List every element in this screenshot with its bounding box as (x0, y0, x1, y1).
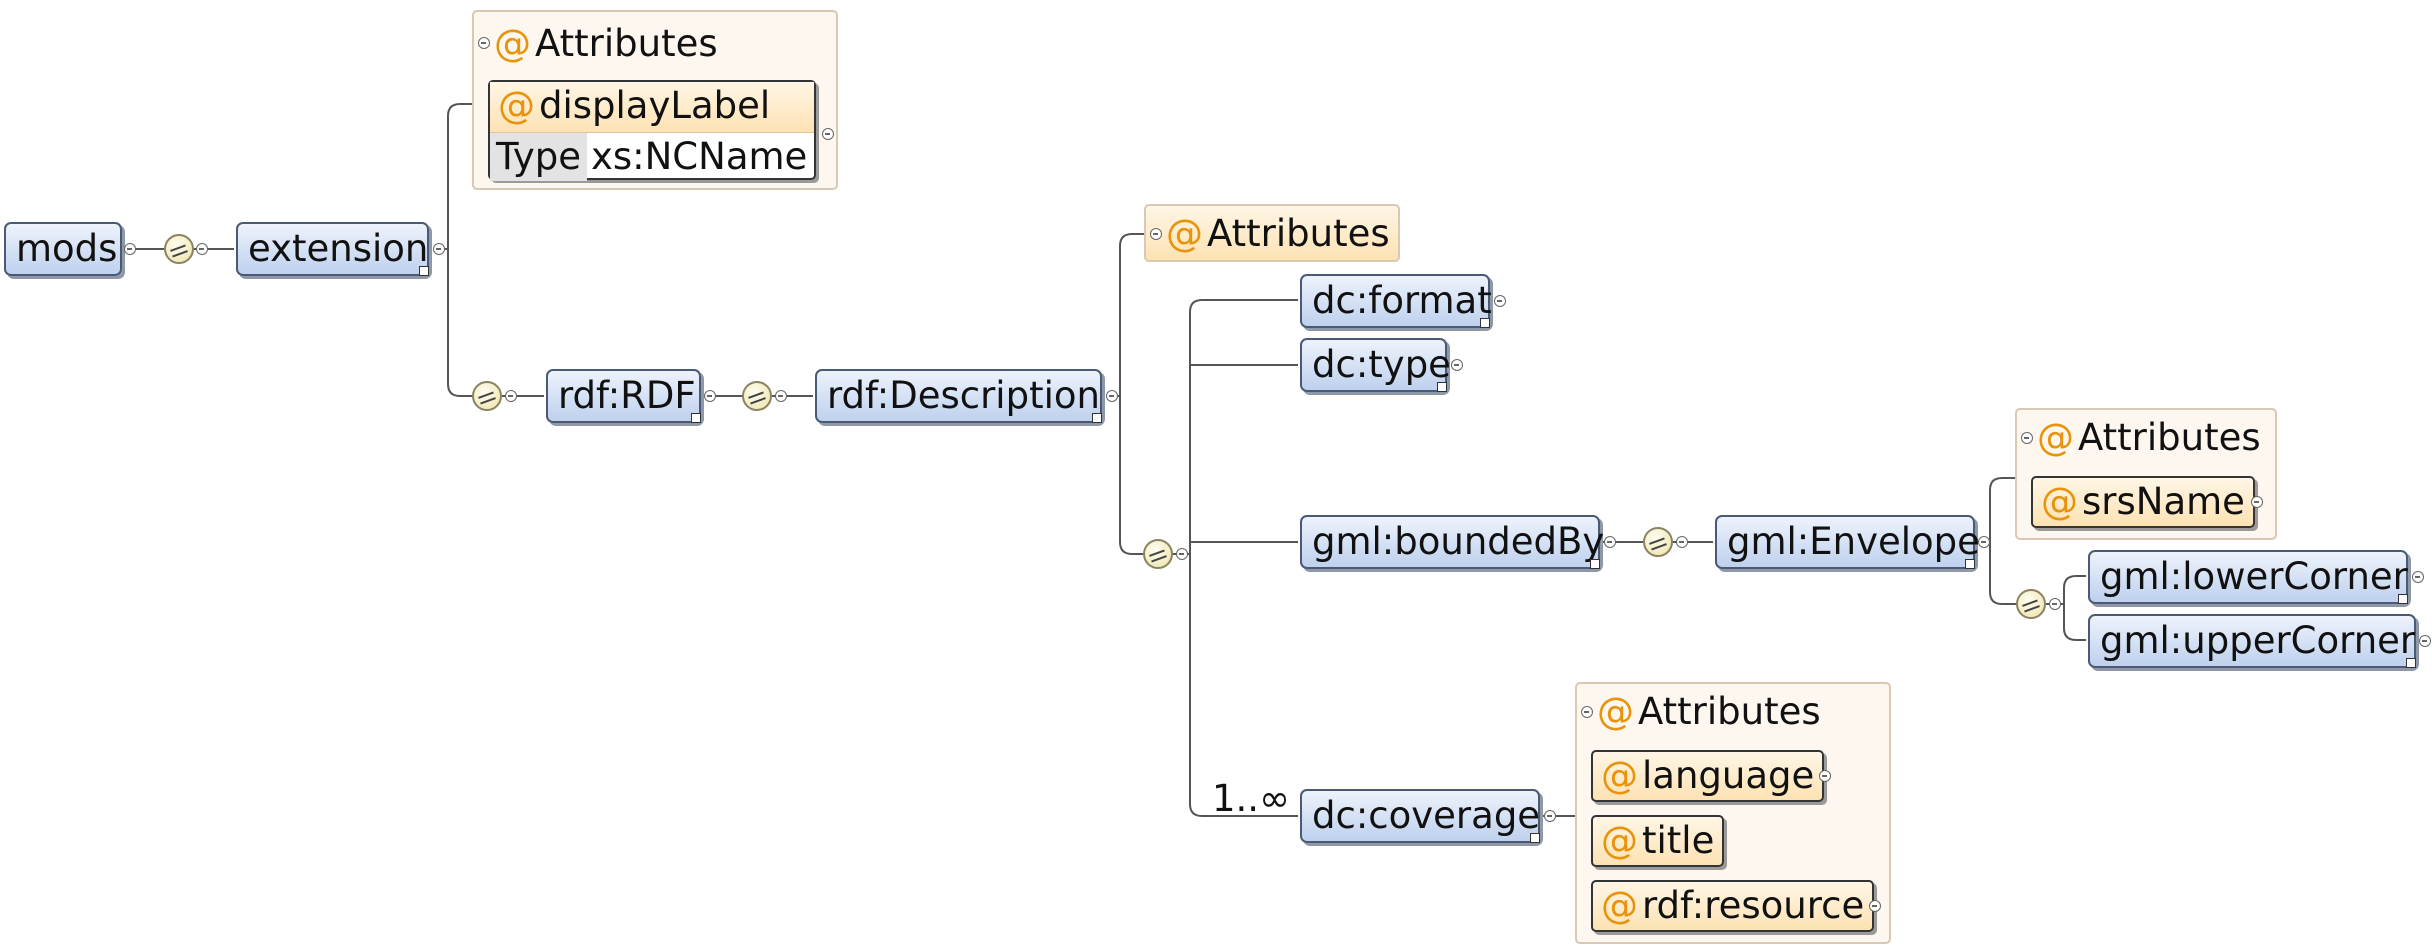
collapse-icon[interactable] (1106, 390, 1118, 402)
element-gml-lowercorner[interactable]: gml:lowerCorner (2088, 550, 2408, 604)
external-ref-icon (1590, 559, 1600, 569)
external-ref-icon (1092, 413, 1102, 423)
collapse-icon[interactable] (1451, 359, 1463, 371)
attributes-label: Attributes (1638, 690, 1821, 733)
collapse-icon[interactable] (1494, 295, 1506, 307)
collapse-icon[interactable] (775, 390, 787, 402)
attributes-label: Attributes (1207, 212, 1390, 255)
collapse-icon[interactable] (1150, 228, 1162, 240)
element-dc-type[interactable]: dc:type (1300, 338, 1451, 392)
external-ref-icon (2406, 658, 2416, 668)
attribute-language[interactable]: @language (1591, 750, 1825, 802)
collapse-icon[interactable] (2049, 598, 2061, 610)
collapse-icon[interactable] (2419, 635, 2431, 647)
collapse-icon[interactable] (1581, 706, 1593, 718)
collapse-icon[interactable] (124, 243, 136, 255)
attribute-title[interactable]: @title (1591, 815, 1725, 867)
external-ref-icon (1437, 382, 1447, 392)
external-ref-icon (1480, 318, 1490, 328)
sequence-icon[interactable] (2016, 589, 2046, 619)
external-ref-icon (2398, 594, 2408, 604)
external-ref-icon (1965, 559, 1975, 569)
collapse-icon[interactable] (1819, 770, 1831, 782)
sequence-icon[interactable] (1643, 527, 1673, 557)
attribute-srsname[interactable]: @srsName (2031, 476, 2255, 528)
element-dc-format[interactable]: dc:format (1300, 274, 1492, 328)
sequence-icon[interactable] (1143, 539, 1173, 569)
collapse-icon[interactable] (2251, 496, 2263, 508)
cardinality-label: 1..∞ (1212, 777, 1290, 820)
external-ref-icon (419, 266, 429, 276)
collapse-icon[interactable] (704, 390, 716, 402)
element-rdf-rdf[interactable]: rdf:RDF (546, 369, 701, 423)
collapse-icon[interactable] (433, 243, 445, 255)
element-gml-envelope[interactable]: gml:Envelope (1715, 515, 1980, 569)
collapse-icon[interactable] (1604, 536, 1616, 548)
sequence-icon[interactable] (164, 234, 194, 264)
collapse-icon[interactable] (1869, 900, 1881, 912)
collapse-icon[interactable] (822, 128, 834, 140)
element-rdf-description[interactable]: rdf:Description (815, 369, 1102, 423)
collapse-icon[interactable] (2021, 432, 2033, 444)
collapse-icon[interactable] (1544, 810, 1556, 822)
type-label: Type (490, 133, 587, 181)
collapse-icon[interactable] (2412, 571, 2424, 583)
collapse-icon[interactable] (196, 243, 208, 255)
element-dc-coverage[interactable]: dc:coverage (1300, 789, 1540, 843)
attributes-box-description: @Attributes (1144, 204, 1400, 262)
attributes-box-coverage: @Attributes @language @title @rdf:resour… (1575, 682, 1891, 944)
attributes-box-envelope: @Attributes @srsName (2015, 408, 2277, 540)
type-value: xs:NCName (590, 135, 808, 178)
element-mods[interactable]: mods (4, 222, 122, 276)
external-ref-icon (691, 413, 701, 423)
collapse-icon[interactable] (478, 37, 490, 49)
collapse-icon[interactable] (1676, 536, 1688, 548)
attributes-label: Attributes (2078, 416, 2261, 459)
collapse-icon[interactable] (1978, 536, 1990, 548)
external-ref-icon (1530, 833, 1540, 843)
collapse-icon[interactable] (505, 390, 517, 402)
attributes-label: Attributes (535, 22, 718, 65)
element-gml-boundedby[interactable]: gml:boundedBy (1300, 515, 1604, 569)
sequence-icon[interactable] (742, 381, 772, 411)
element-extension[interactable]: extension (236, 222, 429, 276)
collapse-icon[interactable] (1176, 548, 1188, 560)
attribute-rdf-resource[interactable]: @rdf:resource (1591, 880, 1875, 932)
element-gml-uppercorner[interactable]: gml:upperCorner (2088, 614, 2416, 668)
sequence-icon[interactable] (472, 381, 502, 411)
